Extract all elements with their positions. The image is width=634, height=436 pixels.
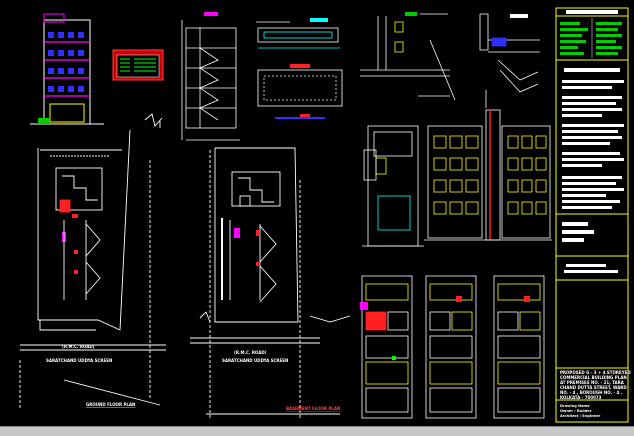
title-proposal-text: PROPOSED G - 3 + 4 STOREYED COMMERCIAL B…: [560, 370, 631, 400]
proposal-line: COMMERCIAL BUILDING PLAN: [560, 375, 627, 380]
road-name-left: SARATCHAND UDDYA SCREEN: [46, 358, 112, 363]
proposal-line: KOLKATA - 700073: [560, 395, 602, 400]
location-plan: [479, 13, 540, 108]
front-elevation: [424, 109, 552, 241]
basement-floor-plan: [190, 147, 351, 420]
title-block: [555, 7, 629, 423]
proposal-line: CHAND DUTTA STREET, WARD: [560, 385, 627, 390]
floor-plan-second: [425, 275, 477, 419]
area-statement-table: [112, 49, 164, 81]
title-footer-text: Drawing Name Owner / Builder Architect /…: [560, 404, 601, 418]
road-label-right: (R.M.C. ROAD): [234, 350, 267, 355]
detail-drawings: [256, 18, 343, 119]
proposal-line: PROPOSED G - 3 + 4 STOREYED: [560, 370, 631, 375]
status-bar: [0, 426, 634, 436]
ground-floor-plan: [19, 113, 166, 410]
typical-floor-plans: [360, 275, 545, 419]
floor-plan-first: [360, 275, 413, 419]
footer-line: Architect / Engineer: [560, 414, 601, 418]
basement-floor-label: BASEMENT FLOOR PLAN: [286, 406, 340, 411]
road-name-right: SARATCHAND UDDYA SCREEN: [222, 358, 288, 363]
road-label-left: (R.M.C. ROAD): [62, 344, 95, 349]
site-key-plan: [360, 12, 456, 101]
proposal-line: NO. - 4 , BOROUGH NO. - 4 ,: [560, 390, 623, 395]
footer-line: Owner / Builder: [560, 409, 592, 413]
floor-plan-third: [493, 275, 545, 419]
longitudinal-section: [362, 125, 424, 247]
section-drawing: [181, 12, 240, 141]
ground-floor-label: GROUND FLOOR PLAN: [86, 402, 135, 407]
footer-line: Drawing Name: [560, 404, 590, 408]
proposal-line: AT PREMISES NO. - 21, TARA: [560, 380, 625, 385]
front-elevation-small: [30, 13, 104, 125]
